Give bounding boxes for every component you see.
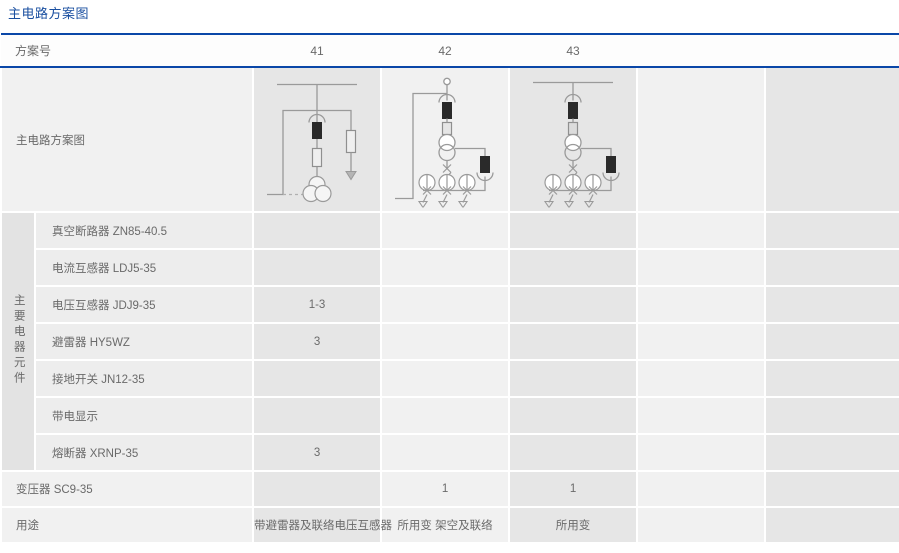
table-row: 避雷器 HY5WZ 3 (1, 322, 899, 361)
transformer-row: 变压器 SC9-35 1 1 (0, 470, 899, 508)
cell-r3-c5 (764, 322, 899, 361)
cell-r4-c4 (636, 359, 767, 398)
row-label-voltage-transformer: 电压互感器 JDJ9-35 (33, 285, 255, 324)
cell-r5-c5 (764, 396, 899, 435)
group-label-main-components: 主要电器元件 (0, 211, 36, 472)
table-row: 电压互感器 JDJ9-35 1-3 (1, 285, 899, 324)
header-scheme-42: 42 (381, 33, 510, 68)
row-label-earthing-switch: 接地开关 JN12-35 (33, 359, 255, 398)
cell-usage-c5 (764, 506, 899, 544)
cell-r5-c41 (252, 396, 383, 435)
cell-r6-c42 (380, 433, 511, 472)
cell-r5-c42 (380, 396, 511, 435)
cell-r0-c42 (380, 211, 511, 250)
row-label-surge-arrester: 避雷器 HY5WZ (33, 322, 255, 361)
cell-r4-c43 (508, 359, 639, 398)
header-scheme-43: 43 (509, 33, 638, 68)
row-label-live-display: 带电显示 (33, 396, 255, 435)
cell-r0-c4 (636, 211, 767, 250)
row-label-transformer: 变压器 SC9-35 (0, 470, 255, 508)
cell-r1-c41 (252, 248, 383, 287)
row-label-usage: 用途 (0, 506, 255, 544)
cell-r6-c43 (508, 433, 639, 472)
cell-r2-c42 (380, 285, 511, 324)
cell-transformer-c42: 1 (380, 470, 511, 508)
header-scheme-4 (637, 33, 766, 68)
cell-r6-c4 (636, 433, 767, 472)
table-row: 带电显示 (1, 396, 899, 435)
group-label-text: 主要电器元件 (12, 293, 25, 387)
usage-row: 用途 带避雷器及联络电压互感器 所用变 架空及联络 所用变 (0, 506, 899, 544)
cell-r1-c43 (508, 248, 639, 287)
scheme-table: 方案号 41 42 43 主电路方案图 (0, 33, 899, 544)
row-label-vacuum-breaker: 真空断路器 ZN85-40.5 (33, 211, 255, 250)
cell-r2-c4 (636, 285, 767, 324)
cell-r0-c5 (764, 211, 899, 250)
cell-transformer-c5 (764, 470, 899, 508)
cell-r5-c43 (508, 396, 639, 435)
cell-r4-c42 (380, 359, 511, 398)
cell-r6-c5 (764, 433, 899, 472)
table-header-row: 方案号 41 42 43 (1, 33, 899, 68)
cell-transformer-c41 (252, 470, 383, 508)
cell-r1-c42 (380, 248, 511, 287)
table-row: 熔断器 XRNP-35 3 (1, 433, 899, 472)
cell-transformer-c43: 1 (508, 470, 639, 508)
cell-r3-c4 (636, 322, 767, 361)
table-row: 电流互感器 LDJ5-35 (1, 248, 899, 287)
single-line-diagram-43 (510, 68, 636, 211)
cell-r2-c43 (508, 285, 639, 324)
diagram-cell-42 (380, 66, 511, 213)
page-title: 主电路方案图 (8, 6, 90, 21)
row-label-current-transformer: 电流互感器 LDJ5-35 (33, 248, 255, 287)
diagram-row-label: 主电路方案图 (0, 66, 255, 213)
cell-r5-c4 (636, 396, 767, 435)
cell-usage-c43: 所用变 (508, 506, 639, 544)
cell-r3-c43 (508, 322, 639, 361)
header-row-label: 方案号 (1, 33, 254, 68)
diagram-cell-43 (508, 66, 639, 213)
cell-r4-c41 (252, 359, 383, 398)
cell-r3-c41: 3 (252, 322, 383, 361)
cell-r0-c43 (508, 211, 639, 250)
diagram-cell-4 (636, 66, 767, 213)
cell-r1-c5 (764, 248, 899, 287)
cell-transformer-c4 (636, 470, 767, 508)
diagram-row: 主电路方案图 (0, 66, 899, 213)
cell-r2-c41: 1-3 (252, 285, 383, 324)
cell-r6-c41: 3 (252, 433, 383, 472)
cell-r2-c5 (764, 285, 899, 324)
header-scheme-41: 41 (253, 33, 382, 68)
diagram-cell-5 (764, 66, 899, 213)
cell-usage-c42: 所用变 架空及联络 (380, 506, 511, 544)
table-row: 主要电器元件 真空断路器 ZN85-40.5 (0, 211, 899, 472)
diagram-cell-41 (252, 66, 383, 213)
cell-r1-c4 (636, 248, 767, 287)
cell-r3-c42 (380, 322, 511, 361)
cell-usage-c4 (636, 506, 767, 544)
single-line-diagram-41 (254, 68, 380, 211)
table-row: 接地开关 JN12-35 (1, 359, 899, 398)
cell-r4-c5 (764, 359, 899, 398)
cell-usage-c41: 带避雷器及联络电压互感器 (252, 506, 392, 544)
row-label-fuse: 熔断器 XRNP-35 (33, 433, 255, 472)
header-scheme-5 (765, 33, 899, 68)
single-line-diagram-42 (382, 68, 508, 211)
cell-r0-c41 (252, 211, 383, 250)
